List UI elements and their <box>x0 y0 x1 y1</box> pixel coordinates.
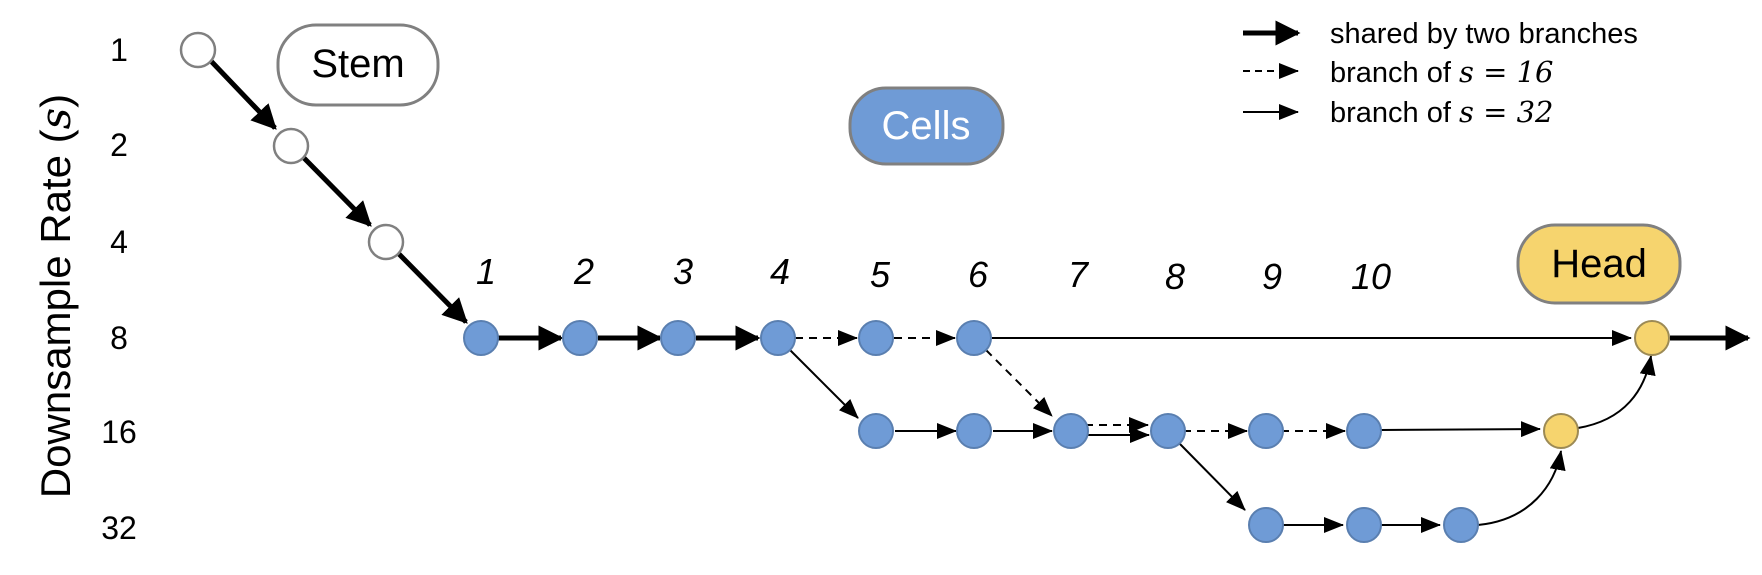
edge-head16-to-head8 <box>1577 355 1656 429</box>
head-node-s8 <box>1634 320 1670 356</box>
stem-node-s1 <box>179 31 217 69</box>
stem-nodes <box>179 31 405 261</box>
cell-node-6-s8 <box>956 320 992 356</box>
cell-index-5: 5 <box>870 254 891 295</box>
cell-node-9-s32 <box>1248 507 1284 543</box>
stem-node-s4 <box>367 223 405 261</box>
cell-index-7: 7 <box>1068 254 1090 295</box>
cell-node-5-s16 <box>858 413 894 449</box>
cell-node-5-s8 <box>858 320 894 356</box>
edge-cell10-to-head16 <box>1380 421 1541 438</box>
cell-index-6: 6 <box>968 254 989 295</box>
cell-index-1: 1 <box>476 251 496 292</box>
edges <box>208 58 1751 533</box>
head-label: Head <box>1516 223 1682 305</box>
legend-shared: shared by two branches <box>1243 18 1638 50</box>
cell-node-2-s8 <box>562 320 598 356</box>
level-label-1: 1 <box>110 32 128 68</box>
stem-node-s2 <box>272 127 310 165</box>
head-node-s16 <box>1543 413 1579 449</box>
cell-index-2: 2 <box>573 251 594 292</box>
legend-branch32: branch of s = 32 <box>1243 95 1554 129</box>
level-label-16: 16 <box>101 414 137 450</box>
cell-node-10-s32 <box>1346 507 1382 543</box>
cell-node-7-s16 <box>1053 413 1089 449</box>
edge-head32-to-head16 <box>1477 450 1566 526</box>
cell-node-11-s32 <box>1443 507 1479 543</box>
cell-node-1-s8 <box>463 320 499 356</box>
legend: shared by two branches branch of s = 16 … <box>1243 18 1638 129</box>
level-label-4: 4 <box>110 224 128 260</box>
svg-text:branch of s = 32: branch of s = 32 <box>1330 95 1554 129</box>
y-axis-levels: 1 2 4 8 16 32 <box>101 32 137 546</box>
svg-text:branch of s = 16: branch of s = 16 <box>1330 55 1554 89</box>
cell-node-3-s8 <box>660 320 696 356</box>
cell-index-10: 10 <box>1351 256 1391 297</box>
cell-index-3: 3 <box>673 251 693 292</box>
svg-text:Cells: Cells <box>882 104 971 148</box>
edge-stem-1-2 <box>208 58 277 130</box>
edge-b32-4-5 <box>789 349 859 419</box>
level-label-2: 2 <box>110 127 128 163</box>
level-label-8: 8 <box>110 320 128 356</box>
cell-node-6-s16 <box>956 413 992 449</box>
cell-node-4-s8 <box>760 320 796 356</box>
cell-index-9: 9 <box>1262 256 1282 297</box>
stem-label: Stem <box>276 23 440 107</box>
cell-node-8-s16 <box>1150 413 1186 449</box>
cell-node-10-s16 <box>1346 413 1382 449</box>
legend-branch16: branch of s = 16 <box>1243 55 1554 89</box>
cell-indices: 1 2 3 4 5 6 7 8 9 10 <box>476 251 1391 297</box>
svg-text:Head: Head <box>1551 242 1647 286</box>
edge-b16-6-7 <box>985 349 1053 417</box>
edge-stem-4-8 <box>396 251 468 324</box>
svg-text:shared by two branches: shared by two branches <box>1330 18 1638 50</box>
cell-index-8: 8 <box>1165 256 1185 297</box>
cells-label: Cells <box>848 86 1005 166</box>
edge-stem-2-4 <box>301 155 372 227</box>
level-label-32: 32 <box>101 510 137 546</box>
svg-text:Stem: Stem <box>311 42 404 86</box>
edge-b32-8-9 <box>1179 443 1246 511</box>
cell-nodes <box>463 320 1479 543</box>
y-axis-title: Downsample Rate (s) <box>31 94 80 498</box>
cell-index-4: 4 <box>770 251 790 292</box>
cell-node-9-s16 <box>1248 413 1284 449</box>
head-nodes <box>1543 320 1670 449</box>
